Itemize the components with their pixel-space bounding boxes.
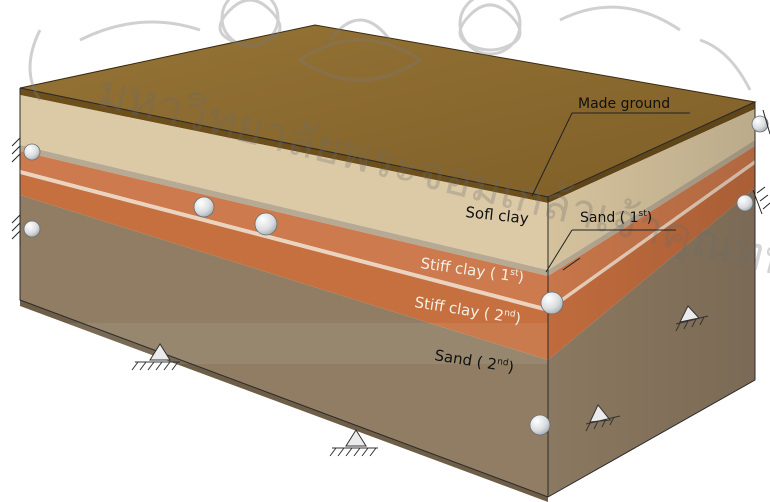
roller-right-lower	[530, 415, 550, 435]
roller-corner	[541, 292, 563, 314]
roller-left-lower	[24, 221, 40, 237]
roller-left-upper	[24, 144, 40, 160]
roller-front-2	[255, 213, 277, 235]
roller-right-mid	[737, 195, 753, 211]
roller-front-1	[194, 197, 214, 217]
label-made-ground: Made ground	[578, 96, 670, 112]
